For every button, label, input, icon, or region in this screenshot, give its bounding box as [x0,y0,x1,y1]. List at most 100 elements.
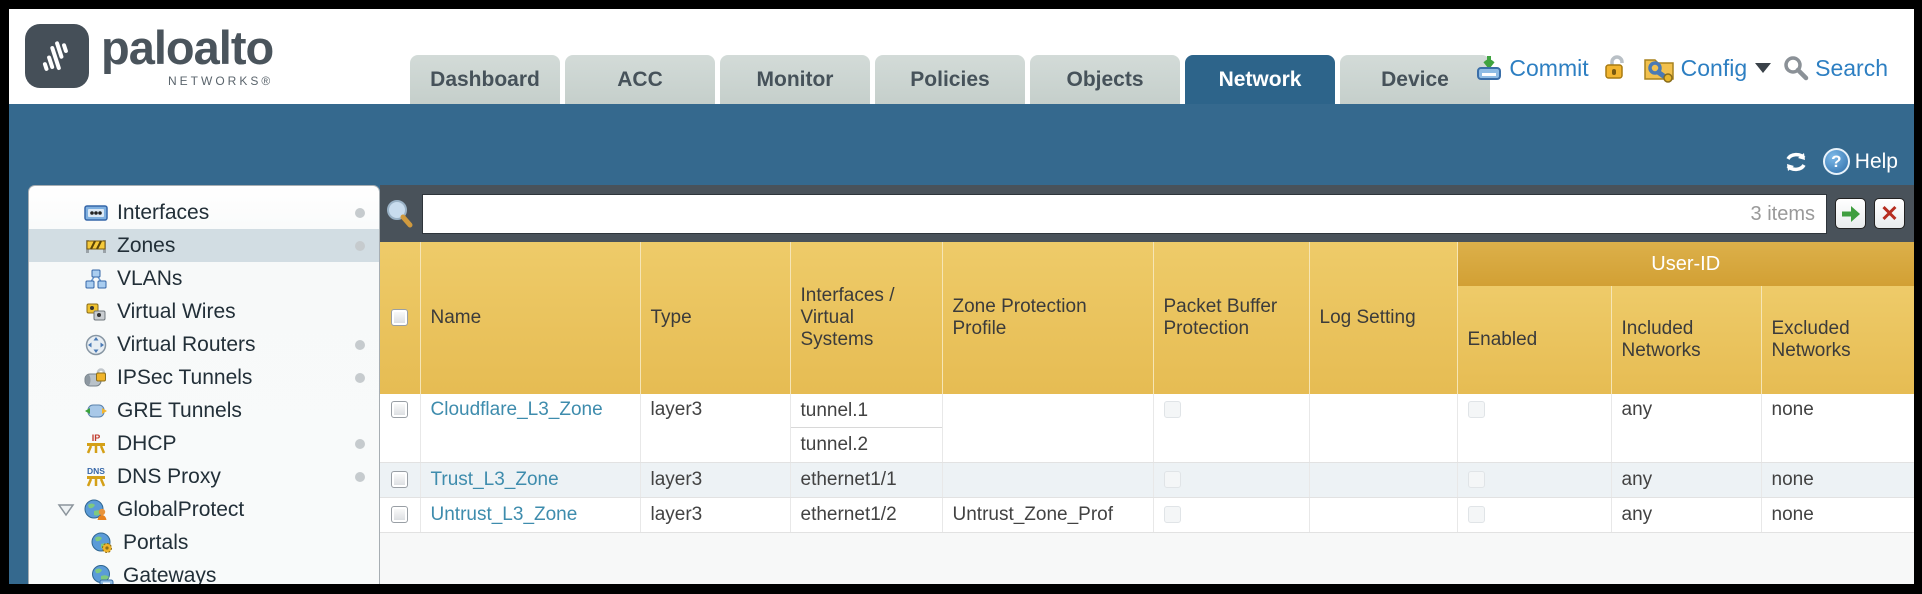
zone-type-cell: layer3 [640,462,791,498]
sidebar-item-label: Portals [123,530,189,554]
zone-name-link[interactable]: Untrust_L3_Zone [430,504,578,525]
enabled-checkbox [1467,401,1485,419]
apply-filter-button[interactable] [1835,198,1866,229]
packet-buffer-protection-cell [1153,497,1310,533]
sidebar-item-gre-tunnels[interactable]: GRE Tunnels [29,394,379,427]
excluded-networks-cell: none [1761,462,1914,498]
included-networks-cell: any [1611,394,1762,463]
interface-item: tunnel.1 [790,394,942,428]
tab-device[interactable]: Device [1340,55,1490,104]
sidebar-item-ipsec-tunnels[interactable]: IPSec Tunnels [29,361,379,394]
help-button[interactable]: ? Help [1822,148,1898,175]
packet-buffer-protection-cell [1153,394,1310,463]
sidebar-item-virtual-wires[interactable]: Virtual Wires [29,295,379,328]
zones-icon [83,237,109,255]
virtual-wires-icon [83,302,109,322]
clear-filter-button[interactable]: ✕ [1874,198,1905,229]
row-checkbox[interactable] [391,506,408,524]
main-nav-tabs: Dashboard ACC Monitor Policies Objects N… [410,55,1490,104]
enabled-checkbox [1467,471,1485,489]
col-group-user-id: User-ID [1457,242,1914,286]
enabled-checkbox [1467,506,1485,524]
log-setting-cell [1309,394,1458,463]
pending-change-dot [355,471,365,482]
sidebar-item-virtual-routers[interactable]: Virtual Routers [29,328,379,361]
globalprotect-icon [83,499,109,521]
sidebar-item-dns-proxy[interactable]: DNS DNS Proxy [29,460,379,493]
lock-icon[interactable] [1601,53,1631,83]
col-header-packet-buffer-protection[interactable]: Packet Buffer Protection [1153,242,1310,394]
row-checkbox[interactable] [391,471,408,489]
col-header-type[interactable]: Type [640,242,791,394]
tab-acc[interactable]: ACC [565,55,715,104]
filter-field-wrap: 3 items [422,193,1827,234]
gre-tunnels-icon [83,403,109,419]
logo-name: paloalto [101,21,274,74]
help-label: Help [1854,149,1898,173]
global-search-button[interactable]: Search [1783,55,1888,82]
refresh-icon[interactable] [1781,149,1811,175]
sidebar-item-gateways[interactable]: Gateways [29,559,379,584]
sidebar-item-globalprotect[interactable]: GlobalProtect [29,493,379,526]
expand-triangle-icon[interactable] [57,503,75,517]
commit-button[interactable]: Commit [1475,54,1589,82]
filter-input[interactable] [422,193,1827,234]
zone-type-cell: layer3 [640,497,791,533]
config-label: Config [1680,54,1748,81]
col-header-interfaces[interactable]: Interfaces / Virtual Systems [790,242,943,394]
work-area: Interfaces Zones VLANs [9,185,1914,584]
green-arrow-icon [1841,205,1860,222]
config-menu[interactable]: Config [1643,53,1772,83]
col-header-zone-protection-profile[interactable]: Zone Protection Profile [942,242,1154,394]
zone-interfaces-cell: tunnel.1 tunnel.2 [790,394,943,463]
svg-text:IP: IP [92,433,101,443]
sub-header-band: ? Help [9,104,1914,185]
col-header-name[interactable]: Name [420,242,641,394]
paloalto-logo: paloalto NETWORKS® [25,18,274,88]
sidebar-item-interfaces[interactable]: Interfaces [29,196,379,229]
dhcp-icon: IP [83,433,109,455]
sidebar-item-portals[interactable]: Portals [29,526,379,559]
sidebar-item-label: GRE Tunnels [117,398,242,422]
sidebar-item-label: Virtual Routers [117,332,256,356]
sidebar-item-label: Interfaces [117,200,210,224]
help-icon: ? [1822,148,1850,175]
select-all-checkbox[interactable] [391,309,408,327]
excluded-networks-cell: none [1761,394,1914,463]
tab-policies[interactable]: Policies [875,55,1025,104]
zone-name-link[interactable]: Cloudflare_L3_Zone [430,399,603,420]
zone-name-cell: Untrust_L3_Zone [420,497,641,533]
included-networks-cell: any [1611,497,1762,533]
packet-buffer-checkbox [1163,471,1181,489]
zone-name-link[interactable]: Trust_L3_Zone [430,469,559,490]
zone-type-cell: layer3 [640,394,791,463]
user-id-enabled-cell [1457,497,1612,533]
sidebar-item-zones[interactable]: Zones [29,229,379,262]
user-id-enabled-cell [1457,462,1612,498]
pending-change-dot [355,207,365,218]
waveform-icon [42,41,68,71]
items-count: 3 items [1750,202,1815,225]
col-header-enabled[interactable]: Enabled [1457,286,1612,394]
tab-dashboard[interactable]: Dashboard [410,55,560,104]
commit-icon [1477,56,1502,80]
table-row: Trust_L3_Zone layer3 ethernet1/1 any non… [380,462,1914,498]
tab-objects[interactable]: Objects [1030,55,1180,104]
top-header: paloalto NETWORKS® Dashboard ACC Monitor… [9,9,1914,104]
row-checkbox[interactable] [391,401,408,419]
sidebar-item-label: Gateways [123,563,217,585]
interface-item: tunnel.2 [790,428,942,462]
zone-name-cell: Cloudflare_L3_Zone [420,394,641,463]
col-header-included-networks[interactable]: Included Networks [1611,286,1762,394]
col-header-log-setting[interactable]: Log Setting [1309,242,1458,394]
tab-monitor[interactable]: Monitor [720,55,870,104]
col-header-excluded-networks[interactable]: Excluded Networks [1761,286,1914,394]
tab-network[interactable]: Network [1185,55,1335,104]
zones-table: Name Type Interfaces / Virtual Systems Z… [380,242,1914,533]
ipsec-tunnels-icon [83,367,109,388]
sidebar-item-vlans[interactable]: VLANs [29,262,379,295]
paloalto-logo-icon [25,24,89,88]
virtual-routers-icon [83,334,109,356]
sidebar-item-dhcp[interactable]: IP DHCP [29,427,379,460]
